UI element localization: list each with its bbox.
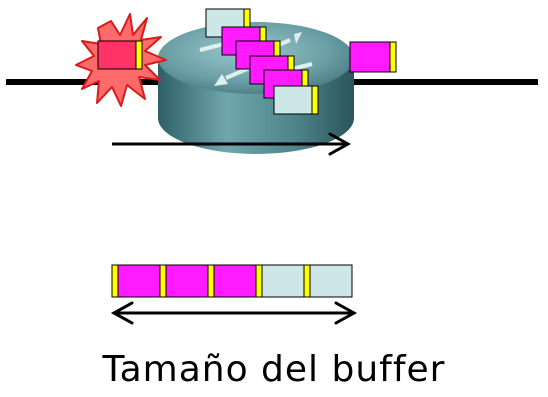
buffer-slot-full — [207, 264, 257, 298]
double-arrow-icon — [110, 301, 358, 325]
buffer-slot-full — [111, 264, 161, 298]
buffer-slot-empty — [255, 264, 305, 298]
buffer-slot-full — [159, 264, 209, 298]
queued-packets — [205, 8, 319, 115]
queued-packet — [273, 85, 319, 115]
arrow-right-icon — [112, 132, 352, 156]
queued-packet — [263, 69, 309, 99]
buffer-size-caption: Tamaño del buffer — [102, 349, 446, 390]
buffer-bar — [111, 264, 353, 298]
outgoing-packet — [349, 41, 397, 73]
dropped-packet — [97, 40, 143, 70]
buffer-slot-empty — [303, 264, 353, 298]
